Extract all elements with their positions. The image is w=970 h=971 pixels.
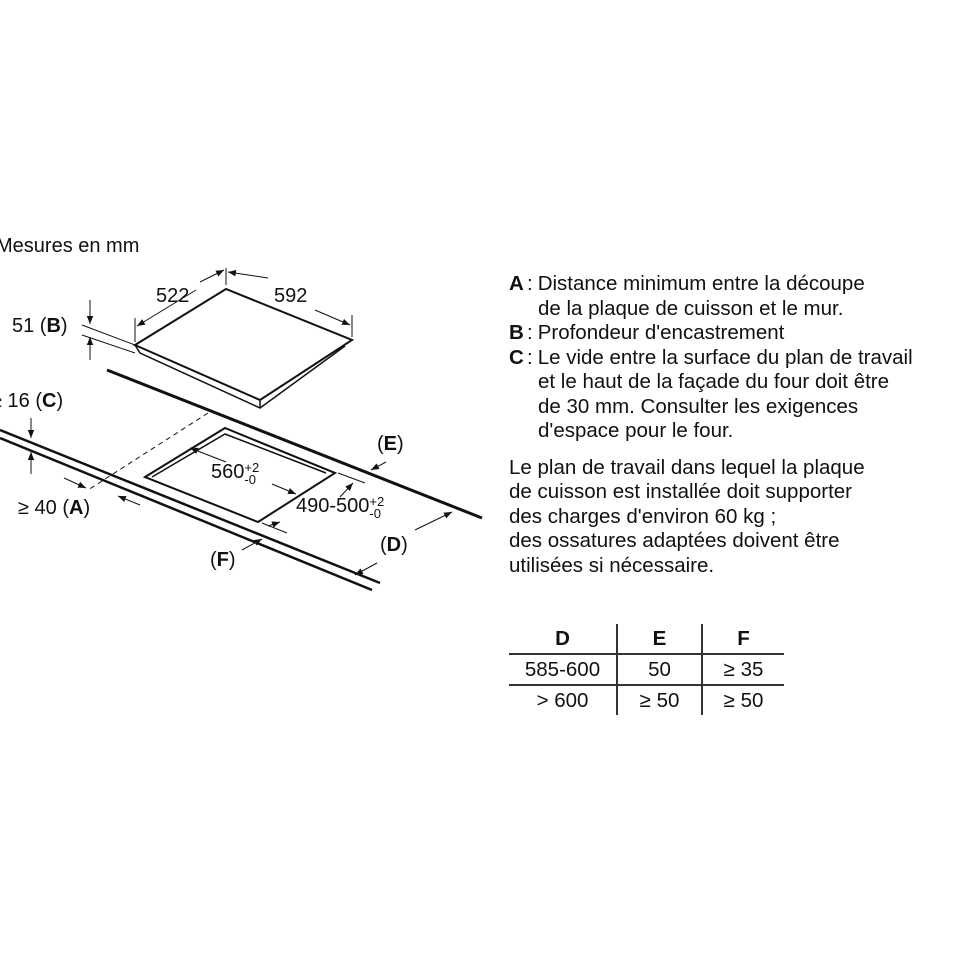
note-line: de la plaque de cuisson et le mur.	[538, 296, 844, 320]
tolerance: +2-0	[369, 494, 385, 521]
dim-cutout-depth: 490-500+2-0	[296, 494, 385, 521]
dim-a-value: ≥ 40	[18, 497, 57, 519]
legend-notes: A: Distance minimum entre la découpe de …	[509, 272, 913, 578]
worktop-back-edge	[106, 368, 483, 520]
note-key: A	[509, 272, 524, 295]
note-line: d'espace pour le four.	[538, 419, 734, 442]
paragraph-line: Le plan de travail dans lequel la plaque	[509, 455, 865, 479]
note-colon: :	[527, 272, 533, 295]
paragraph-line: des ossatures adaptées doivent être	[509, 529, 840, 552]
label-d: (D)	[380, 534, 408, 556]
tol-minus: -0	[244, 472, 256, 487]
dim-a: ≥ 40 (A)	[18, 497, 91, 519]
letter-d: D	[386, 534, 402, 556]
note-a: A: Distance minimum entre la découpe de …	[509, 272, 913, 321]
hob-top	[132, 287, 355, 402]
worktop-front-edge	[0, 428, 381, 585]
dimension-table: D E F 585-600 50 ≥ 35 > 600 ≥ 50 ≥ 50	[509, 624, 784, 715]
dim-b-value: 51	[12, 315, 35, 337]
header-f: F	[737, 627, 750, 650]
letter-b: B	[46, 315, 61, 337]
cutout-depth-value: 490-500	[296, 495, 370, 517]
dim-c: ≥ 16 (C)	[0, 391, 63, 411]
note-c: C: Le vide entre la surface du plan de t…	[509, 346, 913, 444]
label-e: (E)	[377, 433, 404, 455]
cell: 50	[617, 654, 703, 685]
units-note: Mesures en mm	[0, 235, 140, 257]
table-row: 585-600 50 ≥ 35	[509, 654, 784, 685]
tolerance: +2-0	[244, 460, 260, 487]
tol-plus: +2	[244, 460, 260, 475]
cell: ≥ 50	[723, 689, 764, 712]
letter-c: C	[42, 390, 57, 412]
note-line: et le haut de la façade du four doit êtr…	[538, 370, 890, 393]
cutout-width-value: 560	[211, 461, 245, 483]
note-colon: :	[527, 345, 533, 369]
dim-depth: 522	[156, 285, 190, 307]
cell: ≥ 50	[617, 685, 703, 715]
table-header: D E F	[509, 624, 784, 654]
note-line: de 30 mm. Consulter les exigences	[538, 394, 859, 418]
cutout	[142, 426, 338, 524]
paragraph-line: de cuisson est installée doit supporter	[509, 480, 853, 503]
header-e: E	[617, 624, 703, 654]
header-d: D	[509, 624, 618, 654]
note-key: C	[509, 345, 524, 369]
cell: 585-600	[509, 654, 618, 685]
cell: > 600	[509, 685, 618, 715]
load-paragraph: Le plan de travail dans lequel la plaque…	[509, 456, 913, 579]
dim-c-value: ≥ 16	[0, 390, 30, 412]
paragraph-line: utilisées si nécessaire.	[509, 553, 715, 577]
note-colon: :	[527, 321, 533, 344]
note-line: Le vide entre la surface du plan de trav…	[537, 345, 913, 369]
hob-installation-drawing	[0, 268, 483, 592]
note-line: Distance minimum entre la découpe	[537, 272, 865, 295]
dim-b: 51 (B)	[12, 315, 68, 337]
note-b: B: Profondeur d'encastrement	[509, 321, 913, 346]
letter-a: A	[69, 497, 84, 519]
letter-f: F	[216, 549, 229, 571]
cell: ≥ 35	[723, 658, 764, 681]
dim-width: 592	[274, 285, 308, 307]
note-key: B	[509, 321, 524, 344]
letter-e: E	[383, 433, 398, 455]
table-row: > 600 ≥ 50 ≥ 50	[509, 685, 784, 715]
tol-minus: -0	[369, 506, 381, 521]
tol-plus: +2	[369, 494, 385, 509]
hob-edge	[134, 344, 346, 409]
label-f: (F)	[210, 549, 236, 571]
paragraph-line: des charges d'environ 60 kg ;	[509, 504, 777, 528]
note-line: Profondeur d'encastrement	[537, 321, 785, 344]
dim-cutout-width: 560+2-0	[211, 460, 260, 487]
